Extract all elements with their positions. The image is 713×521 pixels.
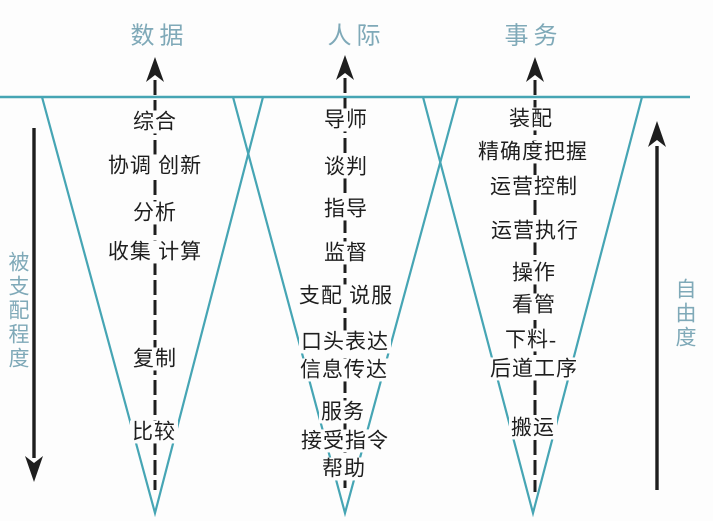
funnel-item: 后道工序 (488, 356, 580, 381)
left-axis-label: 被支配程度 (6, 251, 30, 371)
funnel-item: 运营执行 (489, 218, 581, 243)
column-header-data: 数据 (130, 23, 189, 50)
funnel-data (40, 96, 265, 518)
funnel-item: 下料- (503, 327, 559, 352)
funnel-item: 装配 (507, 106, 555, 131)
funnel-item: 服务 (319, 399, 367, 424)
funnel-item: 帮助 (320, 456, 368, 481)
funnel-item: 口头表达 (299, 329, 391, 354)
funnel-item: 协调 创新 (105, 153, 205, 178)
data-column-arrow-head (146, 57, 164, 82)
funnel-item: 监督 (322, 240, 370, 265)
funnel-item: 导师 (322, 107, 370, 132)
people-column-arrow-head (336, 55, 354, 80)
right-axis-arrow-head (648, 121, 666, 147)
funnel-item: 看管 (510, 292, 558, 317)
column-header-people: 人际 (327, 23, 386, 50)
funnel-item: 搬运 (509, 415, 557, 440)
left-axis-arrow-head (25, 456, 43, 482)
funnel-item: 分析 (131, 200, 179, 225)
things-column-arrow-head (526, 57, 544, 82)
funnel-item: 比较 (130, 419, 178, 444)
right-axis-label: 自由度 (673, 278, 697, 350)
funnel-item: 信息传达 (298, 357, 390, 382)
funnel-item: 综合 (131, 109, 179, 134)
funnel-item: 精确度把握 (476, 139, 590, 164)
funnel-item: 收集 计算 (105, 239, 205, 264)
funnel-things (421, 96, 644, 518)
funnel-people (231, 96, 460, 518)
funnel-item: 谈判 (322, 154, 370, 179)
column-header-things: 事务 (504, 23, 563, 50)
funnel-item: 运营控制 (488, 174, 580, 199)
funnel-item: 支配 说服 (296, 283, 396, 308)
funnel-item: 接受指令 (299, 428, 391, 453)
funnel-item: 指导 (322, 196, 370, 221)
funnel-item: 复制 (131, 346, 179, 371)
funnel-item: 操作 (510, 260, 558, 285)
